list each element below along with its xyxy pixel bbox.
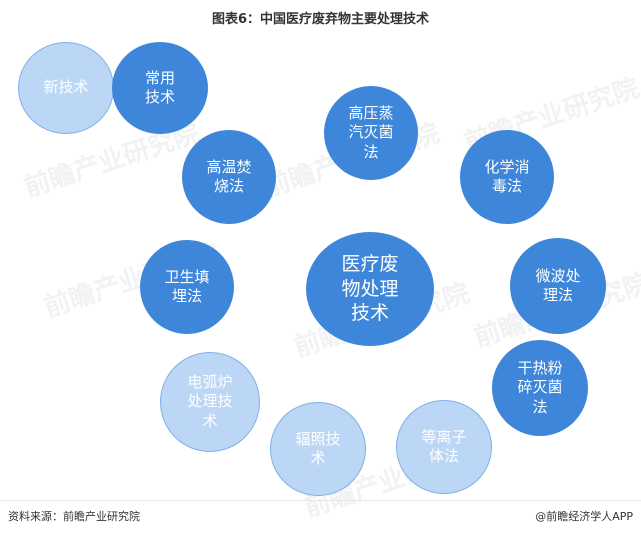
node-center: 医疗废物处理技术 — [306, 232, 434, 346]
node-landfill: 卫生填埋法 — [140, 240, 234, 334]
node-incineration: 高温焚烧法 — [182, 130, 276, 224]
node-chemical-disinfection: 化学消毒法 — [460, 130, 554, 224]
footer-divider — [0, 500, 641, 501]
node-arc-furnace: 电弧炉处理技术 — [160, 352, 260, 452]
node-new-tech: 新技术 — [18, 42, 114, 134]
node-dry-heat-crushing: 干热粉碎灭菌法 — [492, 340, 588, 436]
node-plasma: 等离子体法 — [396, 400, 492, 494]
node-common-tech: 常用技术 — [112, 42, 208, 134]
node-microwave: 微波处理法 — [510, 238, 606, 334]
brand-text: @前瞻经济学人APP — [535, 510, 633, 523]
node-high-pressure-steam: 高压蒸汽灭菌法 — [324, 86, 418, 180]
node-radiation: 辐照技术 — [270, 402, 366, 496]
page-title: 图表6：中国医疗废弃物主要处理技术 — [211, 12, 430, 27]
source-text: 资料来源：前瞻产业研究院 — [8, 510, 140, 523]
